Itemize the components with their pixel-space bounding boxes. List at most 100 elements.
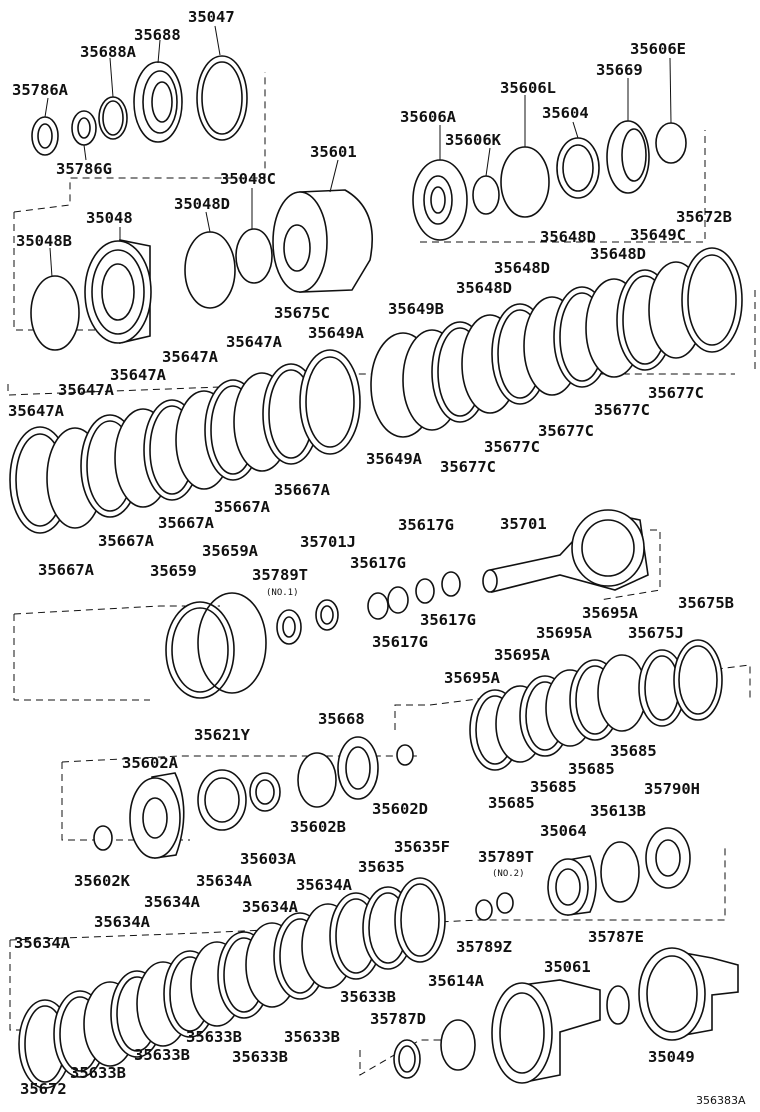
group-outline-brake-pack-top xyxy=(9,845,726,941)
part-35602K xyxy=(93,825,113,851)
label-35648D-3: 35648D xyxy=(494,259,550,277)
label-35648D-4: 35648D xyxy=(456,279,512,297)
label-35695A-1: 35695A xyxy=(582,604,639,622)
part-35701J xyxy=(315,599,339,631)
label-35603A: 35603A xyxy=(240,850,297,868)
label-35606E: 35606E xyxy=(630,40,686,58)
part-35614A xyxy=(440,1019,476,1071)
label-35649A-1: 35649A xyxy=(308,324,365,342)
part-35789T-no2 xyxy=(496,892,514,914)
label-35048D: 35048D xyxy=(174,195,230,213)
label-35659A: 35659A xyxy=(202,542,259,560)
part-35659A xyxy=(197,592,267,694)
label-35606A: 35606A xyxy=(400,108,457,126)
label-35633B-2: 35633B xyxy=(186,1028,242,1046)
label-35647A-2: 35647A xyxy=(162,348,219,366)
label-35048B: 35048B xyxy=(16,232,72,250)
part-35701 xyxy=(482,509,649,594)
label-35061: 35061 xyxy=(544,958,591,976)
label-35614A: 35614A xyxy=(428,972,485,990)
part-35606L xyxy=(500,146,550,218)
group-outline-clutch-pack-2 xyxy=(394,664,751,730)
label-35786A: 35786A xyxy=(12,81,69,99)
part-35789T-no1 xyxy=(276,609,302,645)
label-35617G-3: 35617G xyxy=(420,611,476,629)
label-35647A-3: 35647A xyxy=(110,366,167,384)
label-35604: 35604 xyxy=(542,104,589,122)
label-35647A-1: 35647A xyxy=(226,333,283,351)
label-35677C-1: 35677C xyxy=(648,384,704,402)
label-35047: 35047 xyxy=(188,8,235,26)
part-35787D xyxy=(393,1039,421,1079)
label-35649A-2: 35649A xyxy=(366,450,423,468)
label-35789T-no2: 35789T xyxy=(478,848,534,866)
label-35789T-no1-note: (NO.1) xyxy=(266,588,299,598)
label-35649C: 35649C xyxy=(630,226,686,244)
part-35048 xyxy=(84,239,152,345)
label-35602B: 35602B xyxy=(290,818,346,836)
label-35606L: 35606L xyxy=(500,79,556,97)
label-35602K: 35602K xyxy=(74,872,131,890)
label-35048C: 35048C xyxy=(220,170,276,188)
part-35601 xyxy=(272,189,373,293)
label-35688: 35688 xyxy=(134,26,181,44)
label-35634A-2: 35634A xyxy=(196,872,253,890)
part-stack-35634A-35633B xyxy=(18,877,446,1089)
label-35672: 35672 xyxy=(20,1080,67,1098)
part-35606K xyxy=(472,175,500,215)
label-35688A: 35688A xyxy=(80,43,137,61)
label-35787D: 35787D xyxy=(370,1010,426,1028)
label-35602A: 35602A xyxy=(122,754,179,772)
label-35669: 35669 xyxy=(596,61,643,79)
label-35647A-5: 35647A xyxy=(8,402,65,420)
part-35669 xyxy=(606,120,650,194)
label-35667A-1: 35667A xyxy=(274,481,331,499)
label-35617G-4: 35617G xyxy=(372,633,428,651)
label-35634A-1: 35634A xyxy=(296,876,353,894)
part-35613B xyxy=(600,841,640,903)
part-35602D xyxy=(396,744,414,766)
label-35649B: 35649B xyxy=(388,300,444,318)
part-35668 xyxy=(337,736,379,800)
part-35606A xyxy=(412,159,468,241)
part-35064 xyxy=(547,855,597,916)
part-35688 xyxy=(133,61,183,143)
label-35789T-no1: 35789T xyxy=(252,566,308,584)
part-35789Z xyxy=(475,899,493,921)
label-35672B: 35672B xyxy=(676,208,732,226)
part-stack-35647A-35667A xyxy=(9,349,361,534)
label-35677C-2: 35677C xyxy=(594,401,650,419)
part-35061 xyxy=(491,979,601,1084)
label-35048: 35048 xyxy=(86,209,133,227)
label-35677C-4: 35677C xyxy=(484,438,540,456)
part-35786G xyxy=(71,110,97,146)
part-35048C xyxy=(235,228,273,284)
part-35606E xyxy=(655,122,687,164)
label-35647A-4: 35647A xyxy=(58,381,115,399)
label-35633B-3: 35633B xyxy=(284,1028,340,1046)
label-35675B: 35675B xyxy=(678,594,734,612)
label-35633B-5: 35633B xyxy=(232,1048,288,1066)
part-stack-35695A-35685 xyxy=(469,639,723,771)
part-35602A xyxy=(129,772,185,859)
label-35617G-1: 35617G xyxy=(398,516,454,534)
label-35064: 35064 xyxy=(540,822,587,840)
label-35789T-no2-note: (NO.2) xyxy=(492,869,525,879)
label-35677C-3: 35677C xyxy=(538,422,594,440)
figure-id: 356383A xyxy=(696,1094,746,1107)
label-35667A-5: 35667A xyxy=(38,561,95,579)
part-number-labels: 35047 35688 35688A 35786A 35786G 35601 3… xyxy=(8,8,746,1107)
label-35621Y: 35621Y xyxy=(194,726,251,744)
label-35633B-1: 35633B xyxy=(340,988,396,1006)
part-35688A xyxy=(98,96,128,140)
label-35617G-2: 35617G xyxy=(350,554,406,572)
label-35601: 35601 xyxy=(310,143,357,161)
group-outline-gear-set xyxy=(61,762,190,841)
label-35635F: 35635F xyxy=(394,838,450,856)
label-35787E: 35787E xyxy=(588,928,644,946)
label-35786G: 35786G xyxy=(56,160,112,178)
label-35633B-4: 35633B xyxy=(134,1046,190,1064)
label-35695A-4: 35695A xyxy=(444,669,501,687)
part-35659 xyxy=(165,601,235,699)
